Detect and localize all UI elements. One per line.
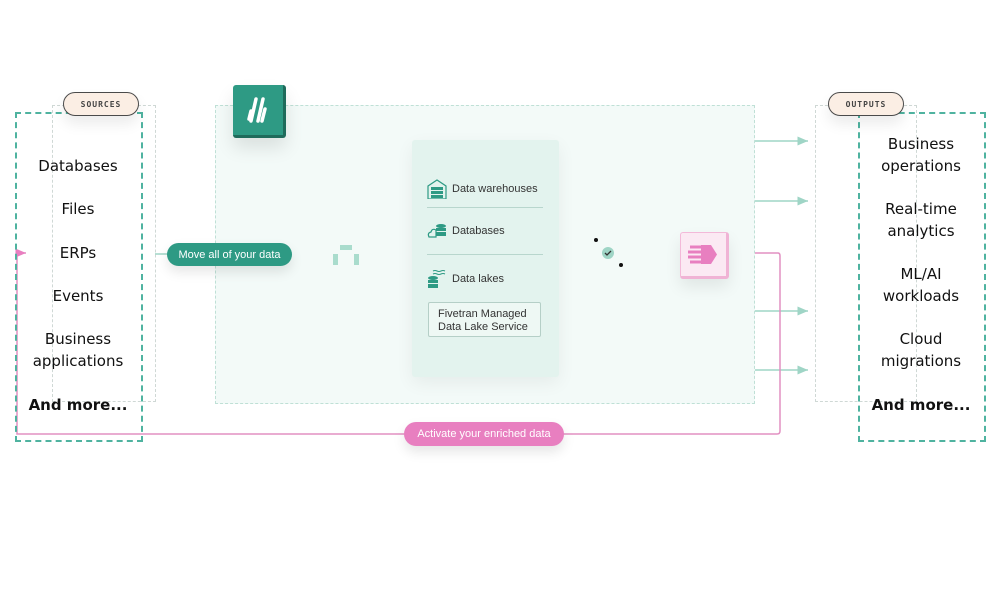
managed-data-lake-service: Fivetran Managed Data Lake Service xyxy=(428,302,541,337)
outputs-box xyxy=(858,112,986,442)
output-item: And more... xyxy=(871,396,971,414)
output-item: ML/AI workloads xyxy=(882,265,960,305)
destination-label: Data warehouses xyxy=(452,183,538,195)
move-data-button[interactable]: Move all of your data xyxy=(167,243,292,266)
connector-icon xyxy=(333,245,359,265)
divider xyxy=(427,254,543,255)
source-item: Files xyxy=(61,200,95,218)
source-item: Databases xyxy=(38,157,118,175)
source-item: Business applications xyxy=(32,330,124,370)
transformation-icon xyxy=(594,238,623,267)
destination-label: Data lakes xyxy=(452,273,504,285)
fivetran-logo-icon xyxy=(247,97,267,123)
output-item: Real-time analytics xyxy=(885,200,957,240)
destination-item: Data warehouses xyxy=(427,179,538,199)
activation-icon xyxy=(688,245,717,264)
cloud-database-icon xyxy=(427,224,446,238)
output-item: Cloud migrations xyxy=(880,330,962,370)
source-item: Events xyxy=(52,287,104,305)
warehouse-icon xyxy=(427,179,447,199)
destination-item: Databases xyxy=(427,223,505,239)
activation-logo xyxy=(680,232,729,279)
sources-tag: SOURCES xyxy=(63,92,139,116)
destination-label: Databases xyxy=(452,225,505,237)
divider xyxy=(427,207,543,208)
activate-data-button[interactable]: Activate your enriched data xyxy=(404,422,564,446)
output-item: Business operations xyxy=(881,135,961,175)
source-item: ERPs xyxy=(59,244,97,262)
outputs-tag: OUTPUTS xyxy=(828,92,904,116)
source-item: And more... xyxy=(28,396,128,414)
data-lake-icon xyxy=(428,270,446,288)
destinations-card: Data warehouses Databases Data lakes Fiv… xyxy=(412,140,559,377)
destination-item: Data lakes xyxy=(427,269,504,289)
fivetran-logo xyxy=(233,85,286,138)
